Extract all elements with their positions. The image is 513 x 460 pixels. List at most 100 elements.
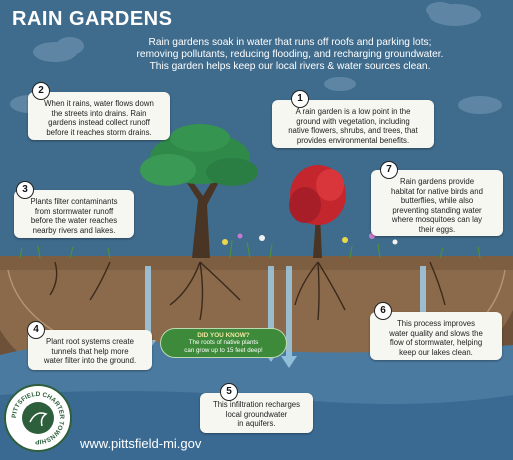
callout-line: keep our lakes clean. — [399, 347, 473, 357]
grass-blade — [19, 247, 23, 259]
callout-line: Plant root systems create — [46, 337, 134, 346]
root — [169, 261, 201, 306]
callout-line: This infiltration recharges — [212, 400, 301, 409]
callout-5: This infiltration recharges local ground… — [200, 393, 313, 433]
did-you-know-line: can grow up to 15 feet deep! — [184, 346, 263, 354]
grass-blade — [229, 239, 233, 259]
callout-line: where mosquitoes can lay — [391, 215, 483, 225]
flower — [259, 235, 265, 241]
callout-1: A rain garden is a low point in the grou… — [272, 100, 434, 148]
green-tree-canopy — [206, 158, 258, 186]
callout-line: Rain gardens provide — [399, 177, 475, 186]
callout-line: provides environmental benefits. — [296, 135, 410, 145]
grass-blade — [107, 247, 111, 259]
intro-text: Rain gardens soak in water that runs off… — [90, 37, 490, 73]
cloud — [56, 37, 84, 55]
callout-2: When it rains, water flows down the stre… — [28, 92, 170, 140]
callout-line: their eggs. — [418, 224, 456, 234]
website-url[interactable]: www.pittsfield-mi.gov — [80, 436, 202, 451]
grass-blade — [37, 245, 41, 259]
callout-line: water filter into the ground. — [43, 356, 137, 366]
callout-number-1: 1 — [291, 90, 309, 108]
seal-signature-mark — [29, 412, 48, 427]
green-tree-canopy — [170, 124, 230, 152]
grass-blade — [377, 243, 381, 259]
infiltration-arrows — [140, 266, 431, 368]
callout-line: This process improves — [397, 319, 475, 328]
grass-blade — [269, 243, 273, 259]
clouds — [10, 2, 502, 114]
flower — [392, 239, 398, 245]
intro-line: This garden helps keep our local rivers … — [149, 61, 431, 72]
did-you-know-bubble: DID YOU KNOW? The roots of native plants… — [160, 328, 287, 358]
callout-line: water quality and slows the — [389, 328, 483, 338]
intro-line: Rain gardens soak in water that runs off… — [148, 37, 432, 48]
seal-graphic: PITTSFIELD CHARTER TOWNSHIP — [11, 391, 65, 445]
page-title: RAIN GARDENS — [12, 8, 173, 30]
did-you-know-heading: DID YOU KNOW? — [197, 332, 250, 339]
callout-4: Plant root systems create tunnels that h… — [28, 330, 152, 370]
root — [294, 261, 319, 306]
root — [317, 261, 320, 321]
callout-number-2: 2 — [32, 82, 50, 100]
callout-number-4: 4 — [27, 321, 45, 339]
flower — [222, 239, 228, 245]
grass — [19, 239, 481, 259]
grass-blade — [246, 241, 251, 259]
flower — [342, 237, 348, 243]
did-you-know-line: The roots of native plants — [188, 339, 259, 347]
red-tree — [289, 165, 346, 258]
callout-number-7: 7 — [380, 161, 398, 179]
callout-7: Rain gardens provide habitat for native … — [371, 170, 503, 236]
callout-line: before the water reaches — [30, 216, 118, 226]
cloud — [426, 2, 454, 18]
green-tree-trunk — [185, 178, 220, 258]
red-tree-canopy — [316, 169, 344, 201]
infiltration-arrow — [263, 266, 279, 362]
callout-line: habitat for native birds and — [391, 186, 483, 196]
callout-line: butterflies, while also — [400, 196, 474, 206]
grass-blade — [349, 245, 353, 259]
roots — [49, 261, 446, 321]
callout-line: Plants filter contaminants — [30, 197, 118, 206]
root — [317, 261, 346, 311]
flowers — [222, 233, 398, 245]
callout-line: tunnels that help more — [51, 346, 129, 356]
callout-number-5: 5 — [220, 383, 238, 401]
callout-3: Plants filter contaminants from stormwat… — [14, 190, 134, 238]
callout-line: ground with vegetation, including — [296, 116, 410, 126]
callout-line: local groundwater — [225, 409, 288, 419]
root — [89, 261, 111, 301]
township-seal: PITTSFIELD CHARTER TOWNSHIP — [4, 384, 72, 452]
cloud — [324, 77, 356, 91]
root — [429, 261, 446, 306]
infiltration-arrow — [281, 266, 297, 368]
cloud — [458, 96, 502, 114]
callout-line: in aquifers. — [237, 419, 276, 429]
green-tree — [140, 124, 258, 258]
root — [199, 261, 241, 301]
callout-6: This process improves water quality and … — [370, 312, 502, 360]
topsoil-band — [0, 256, 513, 272]
intro-line: removing pollutants, reducing flooding, … — [136, 49, 444, 60]
callout-number-3: 3 — [16, 181, 34, 199]
root — [49, 261, 58, 296]
green-tree-canopy — [140, 154, 196, 186]
callout-line: gardens instead collect runoff — [48, 118, 150, 128]
flower — [237, 233, 243, 239]
red-tree-trunk — [313, 215, 322, 258]
callout-line: flow of stormwater, helping — [389, 338, 483, 348]
grass-blade — [477, 246, 481, 259]
seal-center — [22, 402, 54, 434]
callout-line: When it rains, water flows down — [44, 99, 154, 108]
callout-line: A rain garden is a low point in the — [295, 107, 411, 116]
infiltration-arrow — [415, 266, 431, 334]
red-tree-canopy — [289, 187, 321, 223]
callout-number-6: 6 — [374, 302, 392, 320]
callout-line: from stormwater runoff — [34, 206, 114, 216]
grass-blade — [439, 247, 444, 259]
root — [199, 261, 204, 321]
infiltration-arrow — [140, 266, 156, 352]
callout-line: nearby rivers and lakes. — [32, 225, 116, 235]
